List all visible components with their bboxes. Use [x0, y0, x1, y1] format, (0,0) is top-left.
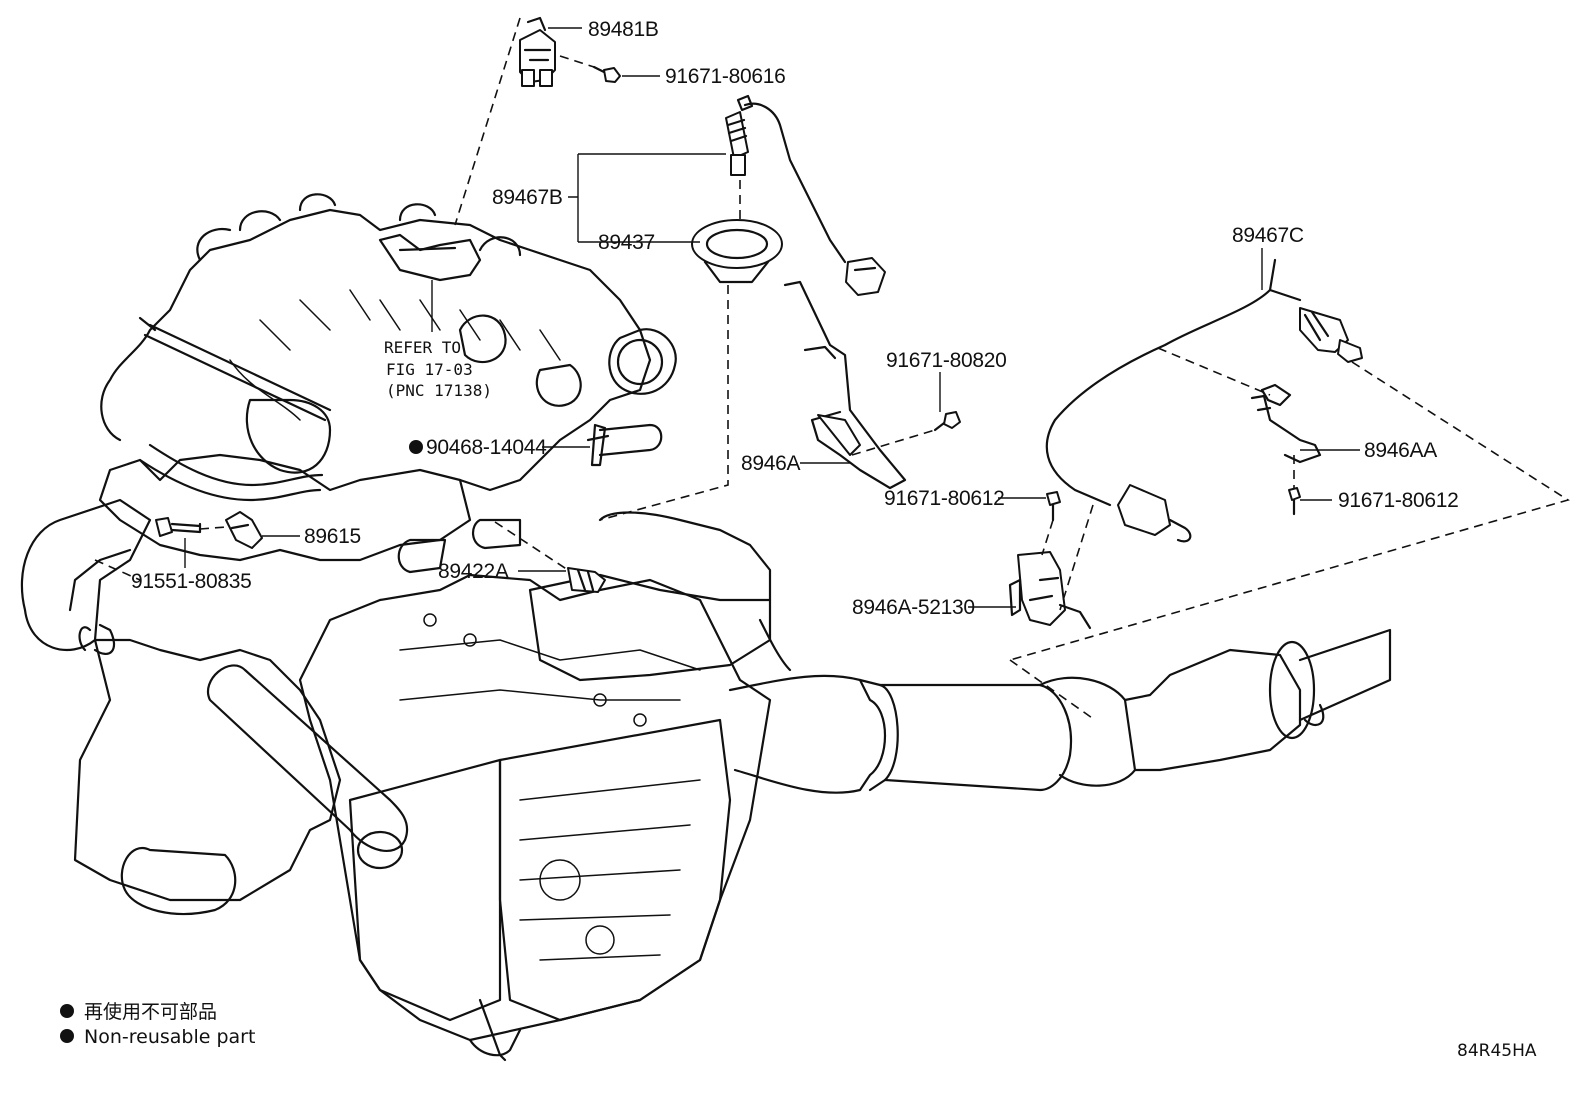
label-91671-80612-center[interactable]: 91671-80612 [884, 487, 1005, 510]
non-reusable-marker [409, 440, 423, 454]
part-number-labels: 89481B 91671-80616 89467B 89437 89467C 9… [131, 18, 1459, 619]
clamp-90468-14044 [586, 423, 610, 467]
label-90468-14044[interactable]: 90468-14044 [426, 436, 547, 459]
legend: 再使用不可部品 Non-reusable part [60, 1001, 255, 1048]
legend-text-en: Non-reusable part [84, 1026, 255, 1048]
label-91551-80835[interactable]: 91551-80835 [131, 570, 252, 593]
label-89437[interactable]: 89437 [598, 231, 655, 254]
oxygen-sensor-89467c [1045, 258, 1363, 543]
reference-note: REFER TO FIG 17-03 (PNC 17138) [384, 338, 492, 400]
legend-dot-en [60, 1029, 74, 1043]
label-89615[interactable]: 89615 [304, 525, 361, 548]
knock-sensor-89615 [225, 511, 263, 549]
label-8946a[interactable]: 8946A [741, 452, 801, 475]
bolt-91551-80835 [155, 517, 202, 537]
bracket-8946a-52130 [1008, 551, 1092, 630]
assembly-dashed-lines [94, 17, 1570, 721]
air-fuel-sensor-89467b [725, 94, 886, 296]
label-89467c[interactable]: 89467C [1232, 224, 1304, 247]
reference-line-2: FIG 17-03 [386, 360, 473, 379]
pressure-sensor-89481b [519, 16, 556, 87]
legend-text-jp: 再使用不可部品 [84, 1001, 217, 1023]
label-8946aa[interactable]: 8946AA [1364, 439, 1438, 462]
label-89481b[interactable]: 89481B [588, 18, 659, 41]
reference-line-1: REFER TO [384, 338, 461, 357]
reference-bracket-illustration [378, 233, 482, 282]
callout-leader-lines [184, 27, 1360, 608]
label-89467b[interactable]: 89467B [492, 186, 563, 209]
legend-dot-jp [60, 1004, 74, 1018]
bolt-91671-80612-right [1288, 487, 1301, 516]
label-89422a[interactable]: 89422A [438, 560, 509, 583]
engine-assembly-illustration [20, 193, 792, 1062]
illustration-code: 84R45HA [1457, 1041, 1537, 1061]
exhaust-pipe-illustration [728, 628, 1392, 794]
label-91671-80820[interactable]: 91671-80820 [886, 349, 1007, 372]
label-8946a-52130[interactable]: 8946A-52130 [852, 596, 975, 619]
temperature-sensor-89422a [567, 567, 606, 593]
reference-line-3: (PNC 17138) [386, 381, 492, 400]
gasket-89437 [691, 219, 783, 284]
bolt-91671-80612-center [1046, 491, 1061, 522]
bracket-8946a [783, 280, 907, 490]
bolt-91671-80820 [933, 411, 961, 432]
label-91671-80612-right[interactable]: 91671-80612 [1338, 489, 1459, 512]
clamp-8946aa [1250, 383, 1322, 464]
label-91671-80616[interactable]: 91671-80616 [665, 65, 786, 88]
bolt-91671-80616 [592, 65, 621, 83]
